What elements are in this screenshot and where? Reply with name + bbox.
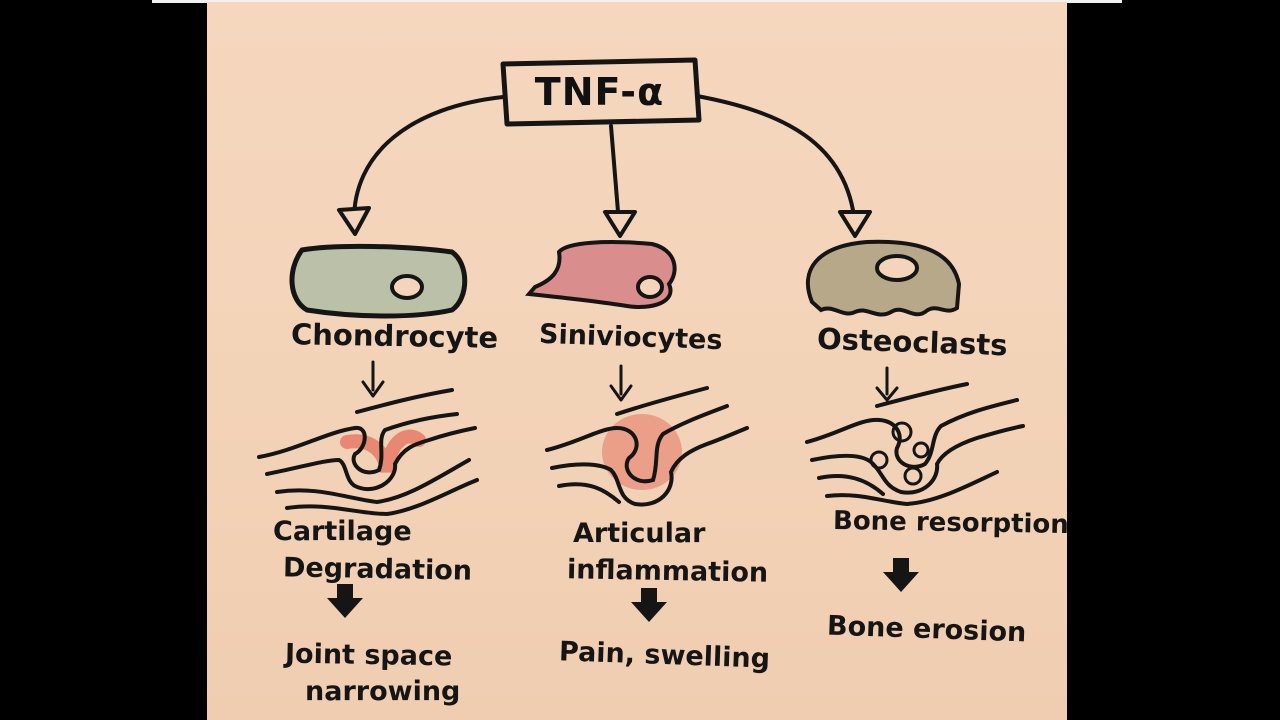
root-arrowheads — [337, 206, 872, 238]
root-arrows — [351, 94, 857, 226]
cell-label-chondrocyte: Chondrocyte — [290, 317, 499, 355]
effect-label-articular: Articular — [573, 518, 706, 549]
root-label: TNF-α — [534, 70, 665, 114]
joint-cartilage-degradation — [257, 388, 479, 517]
arrowhead-chondrocyte — [337, 206, 371, 236]
outcome-label-narrowing: narrowing — [305, 676, 461, 707]
cell-label-sinoviocytes: Siniviocytes — [538, 318, 723, 357]
arrow-to-chondrocyte — [351, 95, 505, 226]
outcome-label-pain-swelling: Pain, swelling — [558, 636, 771, 675]
effect-label-bone-resorption: Bone resorption — [832, 505, 1067, 541]
effect-to-outcome-arrows — [327, 558, 919, 622]
big-arrow-3 — [883, 558, 919, 592]
outcome-label-bone-erosion: Bone erosion — [826, 610, 1027, 649]
osteoclast-cell — [805, 239, 962, 317]
effect-label-degradation: Degradation — [282, 552, 473, 587]
outcome-label-joint-space: Joint space — [284, 638, 453, 673]
top-border-strip — [152, 0, 1122, 3]
small-arrow-2 — [609, 364, 633, 402]
joint-articular-inflammation — [545, 386, 749, 507]
arrow-to-osteoclasts — [695, 94, 857, 226]
effect-label-cartilage: Cartilage — [273, 516, 412, 547]
small-arrow-1 — [361, 360, 385, 398]
small-arrow-3 — [875, 366, 899, 402]
arrow-to-sinoviocytes — [609, 124, 621, 226]
big-arrow-2 — [631, 588, 667, 622]
chondrocyte-cell — [289, 243, 468, 319]
hand-drawn-paper: TNF-α Chondrocyte Siniviocytes Osteoclas… — [207, 2, 1067, 720]
cell-to-joint-arrows — [361, 360, 899, 402]
tnf-alpha-diagram — [257, 57, 1025, 622]
arrowhead-sinoviocytes — [603, 210, 637, 238]
arrowhead-osteoclasts — [838, 210, 872, 238]
effect-label-inflammation: inflammation — [566, 554, 769, 589]
cell-label-osteoclasts: Osteoclasts — [816, 321, 1009, 363]
big-arrow-1 — [327, 584, 363, 618]
sinoviocyte-cell — [525, 240, 677, 309]
joint-bone-resorption — [805, 382, 1025, 507]
root-box — [500, 57, 702, 127]
